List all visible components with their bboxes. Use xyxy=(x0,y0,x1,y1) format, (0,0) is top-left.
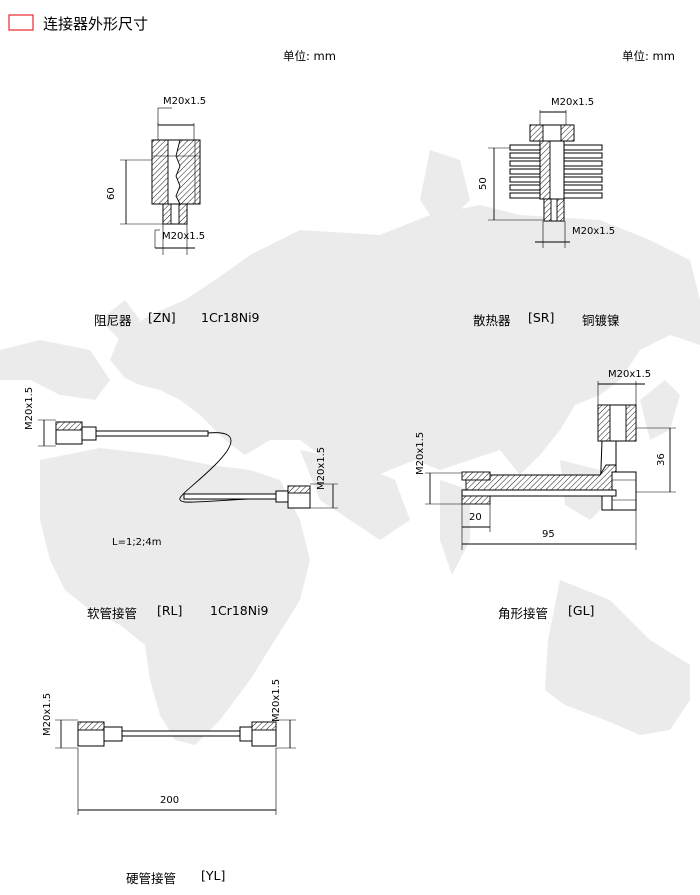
yl-length-label: 200 xyxy=(160,795,180,806)
unit-label-left: 单位: mm xyxy=(283,49,336,63)
sr-caption-material: 铜镀镍 xyxy=(582,313,620,328)
sr-thread-top-label: M20x1.5 xyxy=(551,97,595,108)
rl-hose-drawing xyxy=(38,419,338,509)
sr-thread-bottom-label: M20x1.5 xyxy=(572,226,616,237)
header-box-icon xyxy=(8,14,34,31)
yl-caption-name: 硬管接管 xyxy=(126,871,177,886)
zn-caption-material: 1Cr18Ni9 xyxy=(201,310,260,325)
sr-caption-code: [SR] xyxy=(528,310,555,325)
gl-elbow-drawing xyxy=(425,381,676,550)
rl-caption-material: 1Cr18Ni9 xyxy=(210,603,269,618)
page-title: 连接器外形尺寸 xyxy=(43,15,149,33)
zn-height-label: 60 xyxy=(106,187,117,200)
gl-caption-name: 角形接管 xyxy=(498,606,549,621)
yl-caption-code: [YL] xyxy=(201,868,226,883)
yl-thread-left-label: M20x1.5 xyxy=(42,692,53,736)
zn-damper-drawing xyxy=(120,107,201,255)
gl-height-label: 36 xyxy=(656,453,667,466)
rl-caption-name: 软管接管 xyxy=(87,606,138,621)
rl-caption-code: [RL] xyxy=(157,603,183,618)
gl-caption-code: [GL] xyxy=(568,603,595,618)
zn-thread-top-label: M20x1.5 xyxy=(163,96,207,107)
zn-caption-name: 阻尼器 xyxy=(94,313,132,328)
gl-offset-label: 20 xyxy=(469,512,482,523)
unit-label-right: 单位: mm xyxy=(622,49,675,63)
sr-height-label: 50 xyxy=(478,177,489,190)
yl-rigid-tube-drawing xyxy=(55,719,296,815)
rl-thread-right-label: M20x1.5 xyxy=(316,446,327,490)
gl-length-label: 95 xyxy=(542,529,555,540)
zn-caption-code: [ZN] xyxy=(148,310,176,325)
gl-thread-top-label: M20x1.5 xyxy=(608,369,652,380)
world-map-background xyxy=(0,150,700,745)
yl-thread-right-label: M20x1.5 xyxy=(271,678,282,722)
gl-thread-left-label: M20x1.5 xyxy=(415,431,426,475)
zn-thread-bottom-label: M20x1.5 xyxy=(162,231,206,242)
sr-heatsink-drawing xyxy=(488,110,603,248)
rl-length-label: L=1;2;4m xyxy=(112,537,162,548)
rl-thread-left-label: M20x1.5 xyxy=(24,386,35,430)
sr-caption-name: 散热器 xyxy=(473,313,511,328)
